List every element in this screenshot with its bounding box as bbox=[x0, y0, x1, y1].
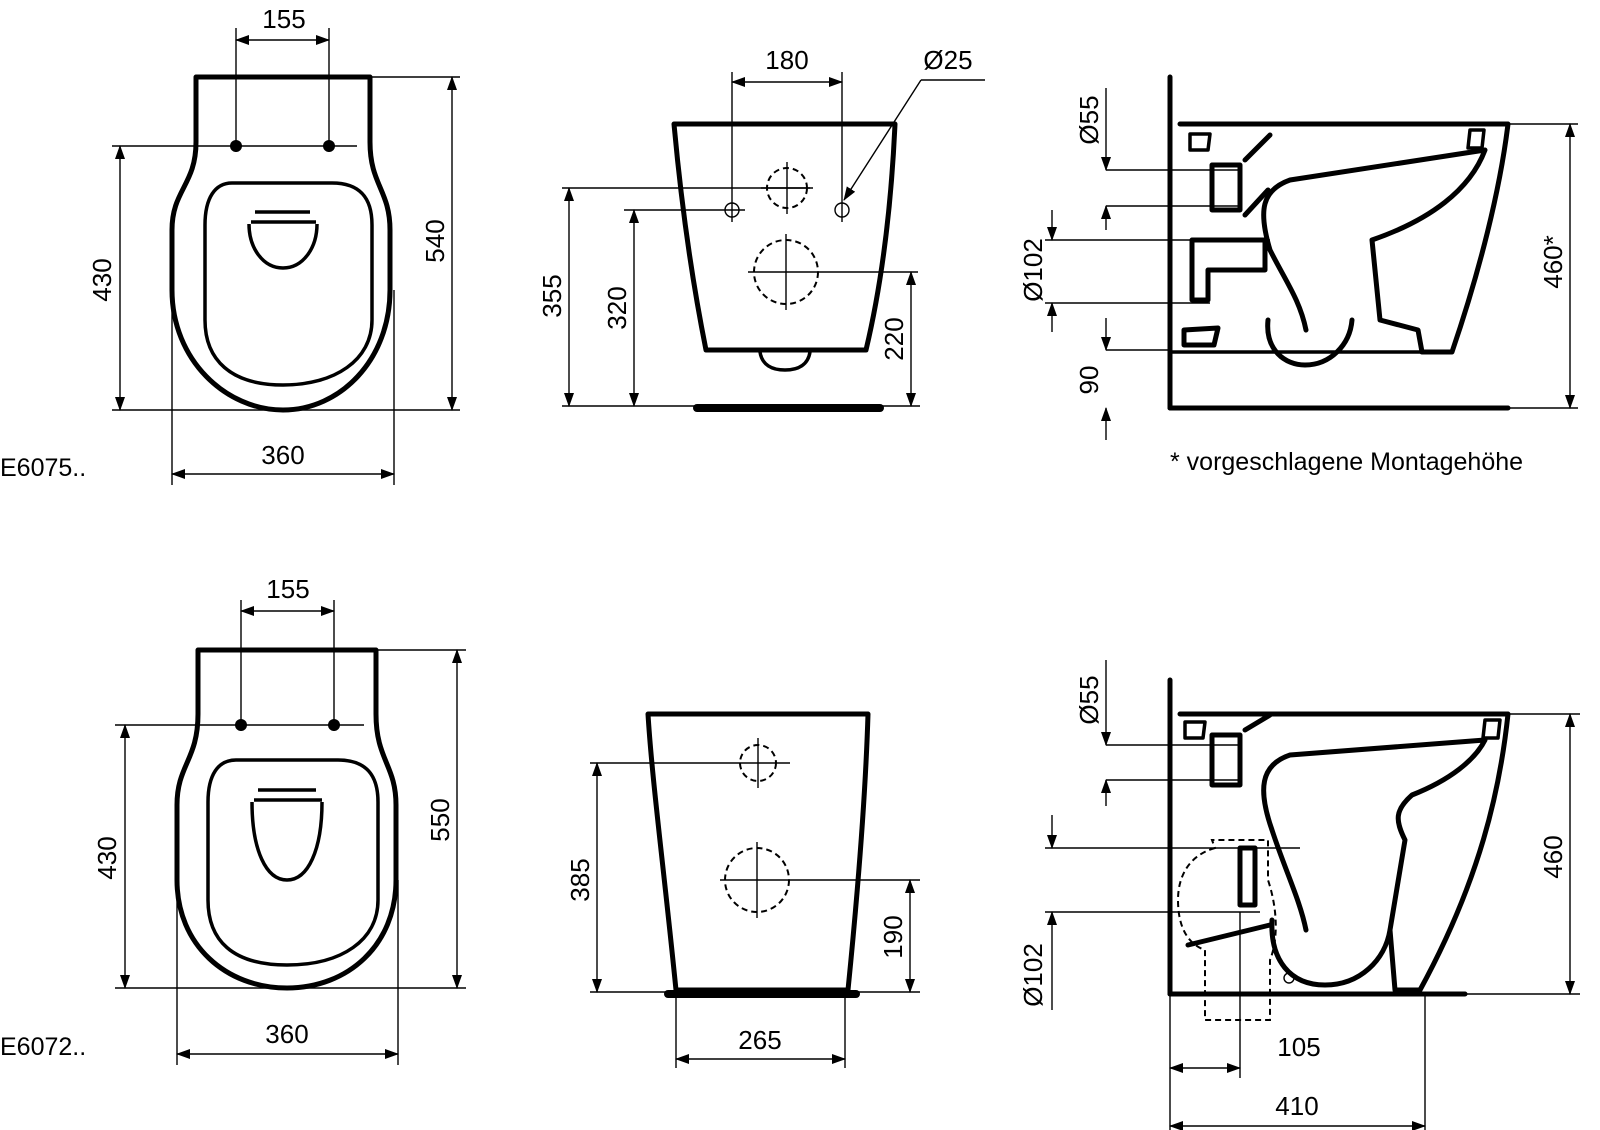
dim-top-rear-supply-height: 355 bbox=[537, 274, 567, 317]
dim-top-rear-fixing-spacing: 180 bbox=[765, 45, 808, 75]
plan-view-wall-hung: 155 430 540 360 E6075.. bbox=[0, 4, 460, 485]
model-code-floor-standing: E6072.. bbox=[0, 1033, 86, 1061]
dim-top-plan-fixing-spacing: 155 bbox=[262, 4, 305, 34]
footnote-mounting-height: * vorgeschlagene Montagehöhe bbox=[1170, 448, 1523, 476]
dim-top-rear-fixing-dia: Ø25 bbox=[923, 45, 972, 75]
dim-bottom-rear-supply-height: 385 bbox=[565, 858, 595, 901]
dim-bottom-side-inlet-dia: Ø55 bbox=[1074, 675, 1104, 724]
rear-view-floor-standing: 385 190 265 bbox=[565, 711, 920, 1068]
dim-top-side-inlet-dia: Ø55 bbox=[1074, 95, 1104, 144]
dim-top-side-outlet-dia: Ø102 bbox=[1018, 238, 1048, 302]
dim-top-plan-length: 540 bbox=[420, 219, 450, 262]
dim-bottom-plan-fixing-spacing: 155 bbox=[266, 574, 309, 604]
dim-top-plan-width: 360 bbox=[261, 440, 304, 470]
dim-bottom-side-height: 460 bbox=[1538, 835, 1568, 878]
model-code-wall-hung: E6075.. bbox=[0, 454, 86, 482]
dim-bottom-plan-width: 360 bbox=[265, 1019, 308, 1049]
rear-view-wall-hung: 180 Ø25 355 320 220 bbox=[537, 45, 985, 412]
dim-bottom-plan-length: 550 bbox=[425, 798, 455, 841]
dim-top-side-outlet-offset: 90 bbox=[1074, 366, 1104, 395]
dim-bottom-side-outlet-dia: Ø102 bbox=[1018, 943, 1048, 1007]
dim-top-side-mounting-height: 460* bbox=[1538, 235, 1568, 289]
dim-bottom-side-depth: 410 bbox=[1275, 1091, 1318, 1121]
dim-top-plan-fixing-to-front: 430 bbox=[87, 258, 117, 301]
dim-top-rear-fixing-height: 320 bbox=[602, 286, 632, 329]
dim-bottom-side-outlet-offset: 105 bbox=[1277, 1032, 1320, 1062]
dim-bottom-rear-outlet-height: 190 bbox=[878, 915, 908, 958]
dim-bottom-rear-base-width: 265 bbox=[738, 1025, 781, 1055]
side-view-floor-standing: Ø55 Ø102 460 105 410 bbox=[1018, 660, 1580, 1130]
plan-view-floor-standing: 155 430 550 360 E6072.. bbox=[0, 574, 466, 1065]
dim-bottom-plan-fixing-to-front: 430 bbox=[92, 836, 122, 879]
dim-top-rear-outlet-height: 220 bbox=[879, 317, 909, 360]
side-view-wall-hung: Ø55 Ø102 90 460* * vorgeschlagene Montag… bbox=[1018, 74, 1578, 476]
